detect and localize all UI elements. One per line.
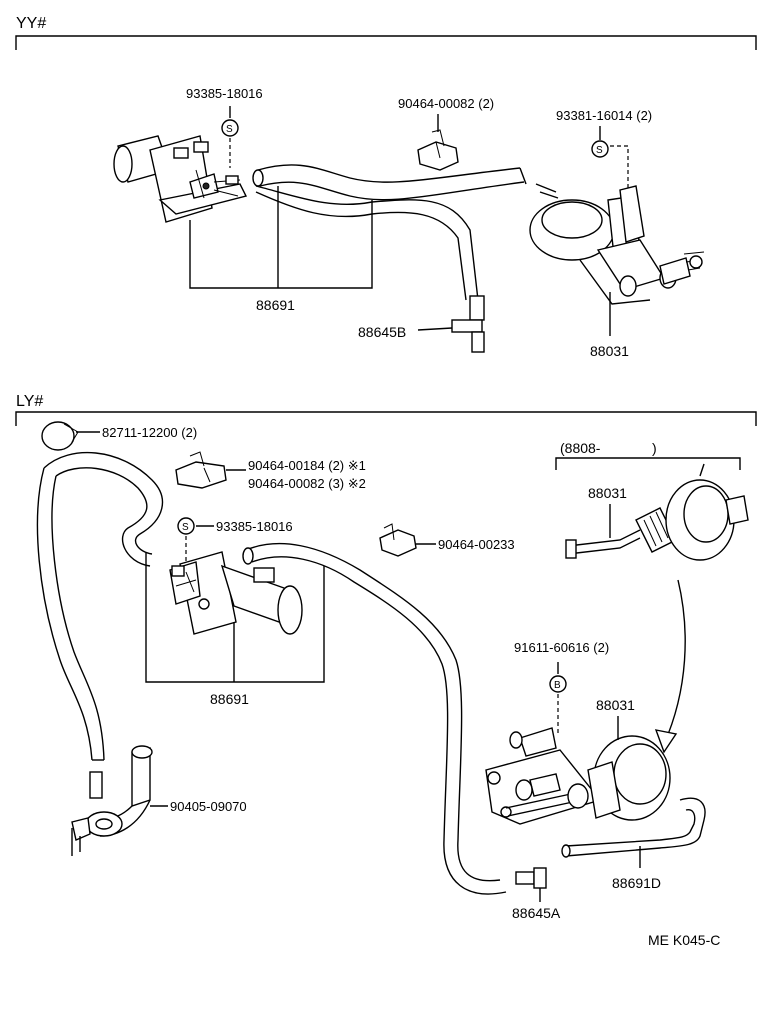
- union-label-lower: 90405-09070: [170, 799, 247, 814]
- hose-clamp-icon: [175, 451, 227, 489]
- hose-lower-loop: [36, 451, 164, 799]
- tee-joint-icon: [515, 867, 547, 889]
- bolt-b-icon: B: [549, 662, 567, 736]
- hose-clamp-icon: [417, 129, 459, 171]
- section-upper: YY# S 93385-18016: [15, 15, 757, 359]
- section-lower: LY# 82711-12200 (2) 90464-00184 (2) ※1 9…: [15, 393, 757, 948]
- group-close: ): [652, 440, 657, 456]
- band-clamp-label-lower: 82711-12200 (2): [102, 425, 197, 440]
- actuator-top-label: 88031: [588, 485, 627, 501]
- group-bracket: (8808- ): [555, 440, 741, 470]
- hose-label-upper: 88691: [256, 297, 295, 313]
- bolt-b-label: 91611-60616 (2): [514, 640, 609, 655]
- hose-clamp-icon: [41, 421, 79, 451]
- section-bracket-lower: [15, 411, 757, 426]
- hose-88691d: [561, 797, 706, 858]
- actuator-icon: [485, 727, 671, 825]
- bolt-label-lower: 93385-18016: [216, 519, 293, 534]
- vsv-leader-lower: [145, 552, 325, 683]
- bolt-label-upper: 93385-18016: [186, 86, 263, 101]
- hose-leader-upper: [189, 186, 373, 289]
- vsv-icon: [113, 135, 248, 223]
- clamp1-label-lower: 90464-00184 (2) ※1: [248, 458, 366, 473]
- hose-lower-main: [242, 542, 507, 895]
- section-label-lower: LY#: [16, 393, 43, 410]
- tee-label-upper: 88645B: [358, 324, 406, 340]
- screw-label-upper: 93381-16014 (2): [556, 108, 652, 123]
- vsv-label-lower: 88691: [210, 691, 249, 707]
- vsv-icon: [169, 551, 303, 635]
- hose-clamp-icon: [379, 523, 417, 557]
- clamp-label-upper: 90464-00082 (2): [398, 96, 494, 111]
- footer-code: ME K045-C: [648, 932, 720, 948]
- actuator-icon: [565, 463, 749, 561]
- group-label: (8808-: [560, 440, 601, 456]
- arrow-icon: [654, 579, 686, 754]
- section-label-upper: YY#: [16, 15, 46, 32]
- bolt-badge-upper: S: [226, 124, 233, 135]
- section-bracket-upper: [15, 35, 757, 50]
- screw-badge-upper: S: [596, 145, 603, 156]
- hose-upper: [252, 164, 527, 301]
- clip-label-lower: 90464-00233: [438, 537, 515, 552]
- bolt-s-icon: S: [591, 126, 629, 188]
- bolt-s-icon: S: [221, 106, 239, 168]
- clamp2-label-lower: 90464-00082 (3) ※2: [248, 476, 366, 491]
- tee-joint-icon: [451, 295, 485, 353]
- bolt-b-badge: B: [554, 680, 561, 691]
- hose-d-label: 88691D: [612, 875, 661, 891]
- bolt-badge-lower: S: [182, 522, 189, 533]
- actuator-label-lower: 88031: [596, 697, 635, 713]
- actuator-label-upper: 88031: [590, 343, 629, 359]
- bolt-s-icon: S: [177, 517, 214, 566]
- tee-label-lower: 88645A: [512, 905, 561, 921]
- actuator-icon: [529, 183, 705, 305]
- union-icon: [71, 745, 153, 856]
